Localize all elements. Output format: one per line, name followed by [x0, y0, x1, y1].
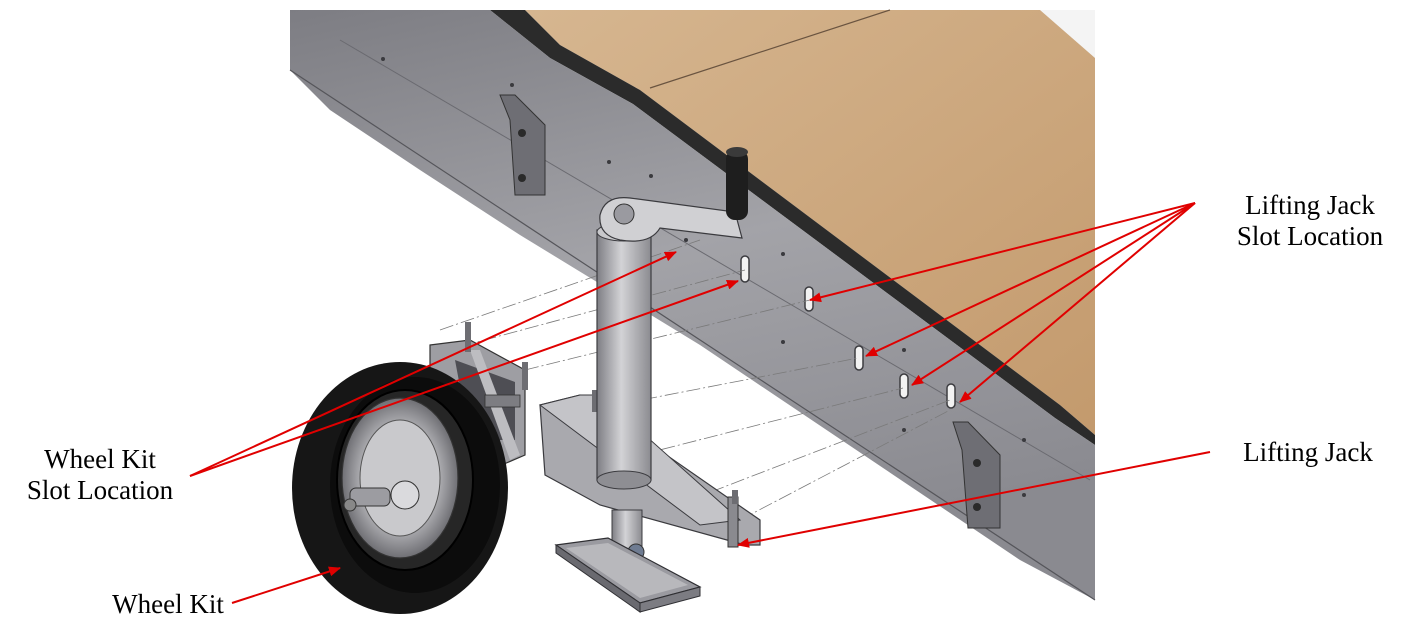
arrow-lifting-jack-slot-1	[809, 202, 1196, 303]
wheel-kit-label: Wheel Kit	[112, 589, 224, 619]
slot-lifting-jack-2	[854, 345, 864, 371]
frame-bracket-right	[952, 421, 1001, 529]
lifting-jack-slot-label-line1: Lifting Jack	[1245, 190, 1375, 220]
lifting-jack-label: Lifting Jack	[1243, 437, 1373, 467]
lifting-jack-slot-label-line2: Slot Location	[1236, 221, 1384, 251]
wheel	[292, 362, 508, 614]
jack-foot	[554, 537, 702, 613]
wheel-kit-slot-label: Wheel Kit Slot Location	[0, 444, 200, 506]
frame-slots	[740, 255, 956, 409]
arrow-lifting-jack-slot-2	[865, 202, 1196, 357]
arrow-wheel-kit-slot-2	[189, 279, 739, 477]
edge-strip	[490, 10, 1095, 445]
deck-board	[525, 9, 1095, 435]
leader-arrows	[189, 202, 1211, 604]
wheel-kit-slot-label-line1: Wheel Kit	[44, 444, 156, 474]
wheel-kit-slot-label-line2: Slot Location	[26, 475, 174, 505]
jack-post	[596, 222, 652, 591]
frame-bracket-left	[499, 94, 546, 196]
arrow-lifting-jack	[737, 451, 1211, 548]
arrow-lifting-jack-slot-3	[911, 202, 1196, 386]
side-frame	[289, 10, 1096, 601]
slot-wheel-kit	[740, 255, 750, 283]
lifting-jack-slot-label: Lifting Jack Slot Location	[1210, 190, 1410, 252]
arrow-lifting-jack-slot-4	[959, 202, 1196, 403]
slot-lifting-jack-4	[946, 383, 956, 409]
arrow-wheel-kit	[231, 566, 341, 604]
jack-handle	[599, 147, 748, 242]
arrow-wheel-kit-slot-1	[189, 251, 677, 477]
slot-lifting-jack-3	[899, 373, 909, 399]
